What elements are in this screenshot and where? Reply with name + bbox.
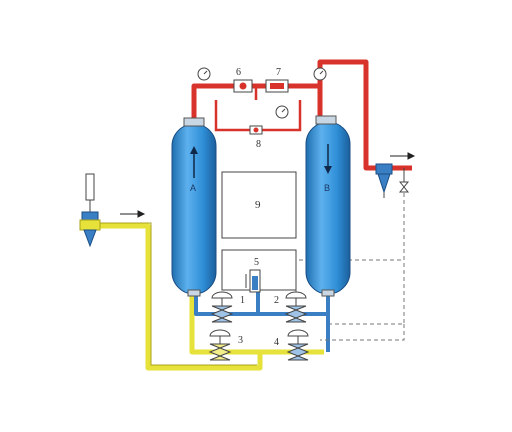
tank-b-label: B	[324, 183, 331, 193]
item-7-label: 7	[276, 67, 281, 78]
check-valve-7	[265, 79, 289, 93]
hot-air-piping	[191, 59, 412, 171]
tank-b	[305, 115, 351, 297]
valve-2	[284, 291, 308, 323]
pressure-gauge-5	[245, 269, 261, 293]
gauge-icon	[313, 67, 327, 81]
gauge-5-label: 5	[254, 257, 259, 268]
tank-a	[171, 117, 217, 297]
valve-1	[210, 291, 234, 323]
bottom-manifold	[194, 290, 330, 352]
outlet-filter	[375, 163, 393, 198]
controller-box-9	[221, 171, 297, 239]
orifice-8	[249, 125, 263, 135]
box-9-label: 9	[255, 199, 261, 211]
check-valve-6	[233, 79, 253, 93]
inlet-piping	[80, 223, 324, 371]
pipe-b-top	[286, 83, 323, 118]
flow-arrow-icon	[390, 152, 416, 160]
flow-arrow-icon	[190, 146, 198, 154]
pipe-a-top	[191, 83, 236, 122]
inlet-filter	[79, 173, 101, 248]
drain-valve	[398, 168, 410, 193]
gauge-icon	[275, 105, 289, 119]
item-6-label: 6	[236, 67, 241, 78]
item-8-label: 8	[256, 139, 261, 150]
valve-4-label: 4	[274, 337, 279, 348]
purge-piping	[214, 86, 302, 132]
valve-4	[286, 329, 310, 361]
valve-2-label: 2	[274, 295, 279, 306]
flow-arrow-icon	[120, 210, 146, 218]
flow-arrow-icon	[324, 166, 332, 174]
valve-3-label: 3	[238, 335, 243, 346]
valve-1-label: 1	[240, 295, 245, 306]
valve-3	[208, 329, 232, 361]
tank-a-label: A	[190, 183, 197, 193]
gauge-icon	[197, 67, 211, 81]
